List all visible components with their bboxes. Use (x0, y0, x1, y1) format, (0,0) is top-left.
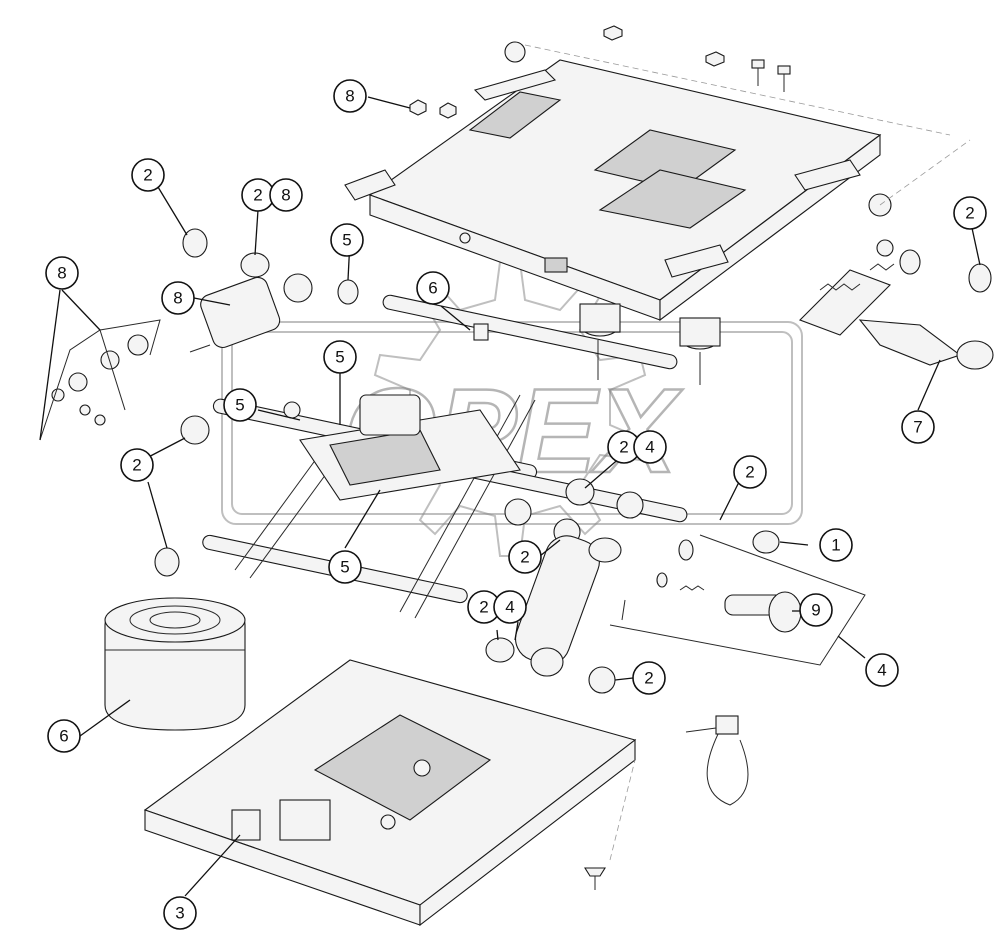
svg-text:2: 2 (132, 456, 141, 475)
callout-5: 5 (323, 340, 357, 374)
callout-7: 7 (901, 410, 935, 444)
base-plate (143, 659, 637, 927)
callout-2: 2 (733, 455, 767, 489)
svg-text:6: 6 (428, 279, 437, 298)
callout-1: 1 (819, 528, 853, 562)
svg-text:5: 5 (342, 231, 351, 250)
callout-5: 5 (328, 550, 362, 584)
svg-text:2: 2 (520, 548, 529, 567)
svg-text:2: 2 (644, 669, 653, 688)
callout-2: 2 (120, 448, 154, 482)
callout-2: 2 (953, 196, 987, 230)
svg-text:4: 4 (877, 661, 886, 680)
callout-9: 9 (799, 593, 833, 627)
svg-text:8: 8 (57, 264, 66, 283)
top-seat-plate (344, 41, 971, 322)
callout-8: 8 (161, 281, 195, 315)
svg-text:2: 2 (745, 463, 754, 482)
svg-text:2: 2 (253, 186, 262, 205)
callout-4: 4 (865, 653, 899, 687)
top-fasteners (409, 25, 791, 119)
svg-text:8: 8 (345, 87, 354, 106)
left-cylinder-group (39, 228, 359, 441)
svg-text:6: 6 (59, 727, 68, 746)
svg-text:4: 4 (645, 438, 654, 457)
svg-text:9: 9 (811, 601, 820, 620)
svg-text:7: 7 (913, 418, 922, 437)
svg-text:2: 2 (143, 166, 152, 185)
callout-8: 8 (45, 256, 79, 290)
damper-assembly (485, 530, 866, 694)
cable-tie (685, 715, 749, 806)
callout-4: 4 (633, 430, 667, 464)
svg-text:2: 2 (965, 204, 974, 223)
svg-text:2: 2 (619, 438, 628, 457)
callout-8: 8 (269, 178, 303, 212)
callout-6: 6 (47, 719, 81, 753)
callout-2: 2 (508, 540, 542, 574)
callout-2: 2 (131, 158, 165, 192)
svg-text:5: 5 (340, 558, 349, 577)
callout-2: 2 (632, 661, 666, 695)
svg-text:5: 5 (235, 396, 244, 415)
svg-text:3: 3 (175, 904, 184, 923)
svg-text:8: 8 (281, 186, 290, 205)
svg-text:4: 4 (505, 598, 514, 617)
callout-3: 3 (163, 896, 197, 930)
callout-4: 4 (493, 590, 527, 624)
callout-8: 8 (333, 79, 367, 113)
svg-text:1: 1 (831, 536, 840, 555)
callout-6: 6 (416, 271, 450, 305)
lever-assembly (799, 239, 994, 370)
callout-5: 5 (330, 223, 364, 257)
air-spring (104, 597, 246, 731)
svg-text:2: 2 (479, 598, 488, 617)
svg-text:5: 5 (335, 348, 344, 367)
svg-text:8: 8 (173, 289, 182, 308)
callout-5: 5 (223, 388, 257, 422)
